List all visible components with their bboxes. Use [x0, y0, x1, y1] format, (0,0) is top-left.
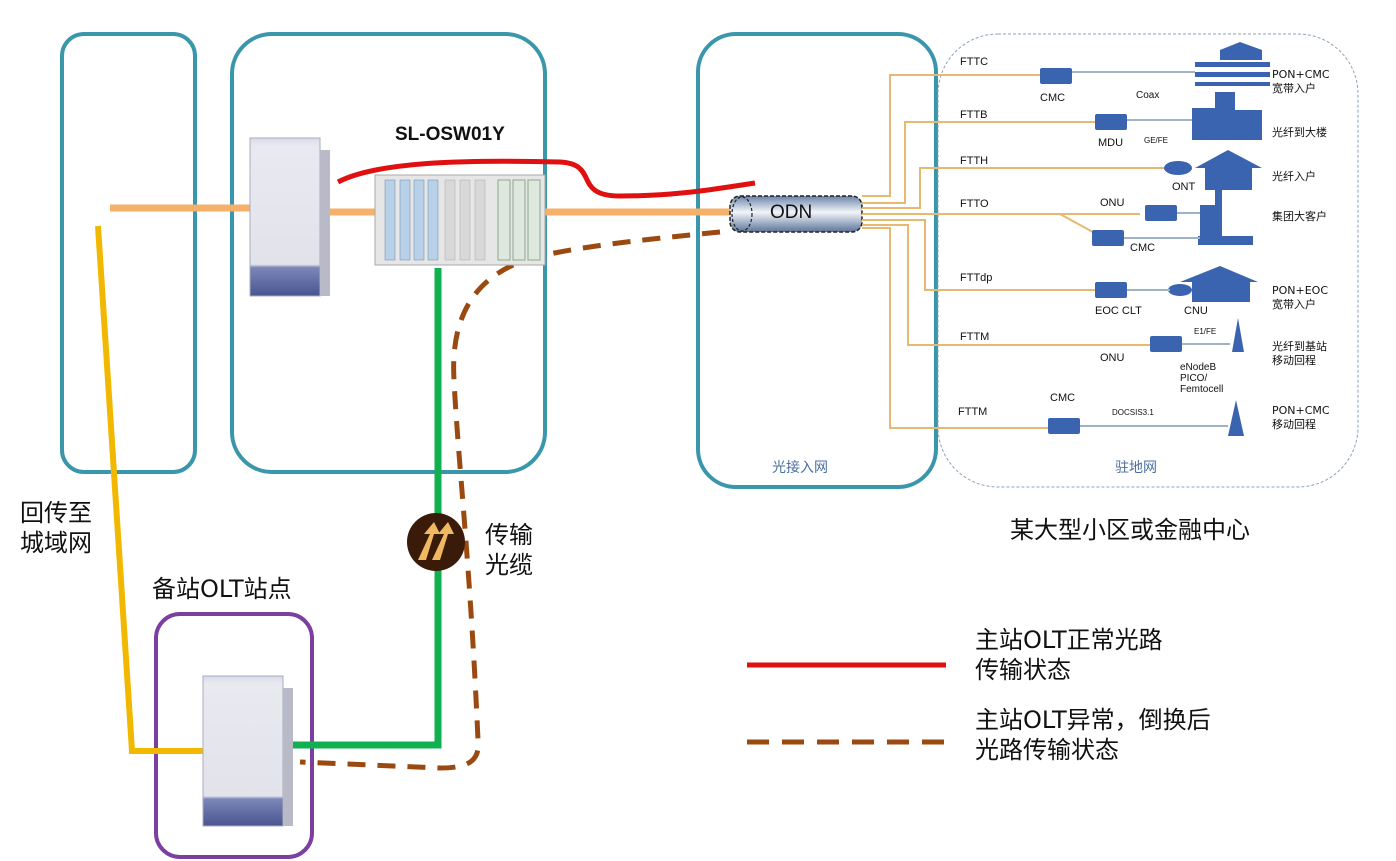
branch-type: FTTM	[960, 331, 990, 343]
desc-line: PON+EOC	[1272, 284, 1329, 297]
legend-backup-line1: 主站OLT异常，倒换后	[975, 706, 1211, 734]
desc-line: PON+CMC	[1272, 68, 1330, 81]
extra-label: eNodeB PICO/ Femtocell	[1180, 362, 1223, 395]
normal-path-line	[336, 158, 756, 199]
device-label: CMC	[1040, 92, 1066, 104]
extra-line: PICO/	[1180, 373, 1208, 384]
transport-cable-line1: 传输	[485, 521, 533, 549]
branch-type: FTTdp	[960, 272, 993, 284]
transport-link	[287, 268, 442, 749]
device-title: SL-OSW01Y	[395, 124, 505, 145]
backhaul-label: 回传至 城域网	[20, 498, 92, 558]
transport-cable-line2: 光缆	[485, 551, 533, 579]
legend-normal-line1: 主站OLT正常光路	[975, 626, 1163, 654]
device-label: CMC	[1130, 242, 1156, 254]
backhaul-link	[95, 225, 205, 754]
branch-type: FTTO	[960, 198, 989, 210]
extra-line: eNodeB	[1180, 362, 1217, 373]
link-label: GE/FE	[1144, 136, 1169, 145]
backup-olt-cabinet	[202, 675, 293, 827]
premises-links	[1072, 71, 1230, 427]
premises-label: 驻地网	[1115, 460, 1157, 476]
backup-site-label: 备站OLT站点	[152, 575, 292, 603]
device-label: MDU	[1098, 137, 1124, 149]
branch-desc: 光纤入户	[1272, 170, 1316, 183]
optical-access-label: 光接入网	[772, 460, 828, 476]
legend-normal-line2: 传输状态	[975, 656, 1071, 684]
device-label: ONU	[1100, 352, 1125, 364]
backup-site-region	[154, 612, 314, 859]
odn-label: ODN	[770, 202, 813, 223]
premises-region	[937, 33, 1359, 488]
device-label: CNU	[1184, 305, 1208, 317]
desc-line: 移动回程	[1272, 354, 1316, 367]
branch-type: FTTH	[960, 155, 989, 167]
branch-desc: PON+CMC 移动回程	[1272, 404, 1330, 432]
device-label: ONT	[1172, 181, 1196, 193]
legend-backup-line2: 光路传输状态	[975, 736, 1119, 764]
transport-cable-label: 传输 光缆	[485, 520, 533, 580]
desc-line: PON+CMC	[1272, 404, 1330, 417]
desc-line: 光纤到基站	[1272, 340, 1327, 353]
legend-backup-text: 主站OLT异常，倒换后 光路传输状态	[975, 705, 1211, 765]
desc-line: 移动回程	[1272, 418, 1316, 431]
osw-switch-chassis	[374, 174, 546, 266]
premises-devices	[1040, 42, 1270, 436]
device-label: ONU	[1100, 197, 1125, 209]
backhaul-label-line1: 回传至	[20, 499, 92, 527]
branch-desc: 集团大客户	[1272, 210, 1327, 223]
primary-olt-cabinet	[249, 137, 330, 297]
desc-line: 宽带入户	[1272, 298, 1316, 311]
desc-line: 宽带入户	[1272, 82, 1316, 95]
backhaul-label-line2: 城域网	[20, 529, 92, 557]
branch-fibers	[862, 74, 1170, 429]
link-label: E1/FE	[1194, 327, 1217, 336]
transport-cable-icon	[407, 513, 465, 571]
link-label: Coax	[1136, 90, 1160, 101]
branch-type: FTTC	[960, 56, 989, 68]
branch-desc: PON+EOC 宽带入户	[1272, 284, 1328, 312]
branch-desc: 光纤到基站 移动回程	[1272, 340, 1327, 368]
optical-access-region	[696, 32, 938, 489]
campus-label: 某大型小区或金融中心	[1010, 516, 1250, 544]
device-label: CMC	[1050, 392, 1076, 404]
link-label: DOCSIS3.1	[1112, 408, 1154, 417]
branch-desc: 光纤到大楼	[1272, 126, 1327, 139]
branch-type: FTTM	[958, 406, 988, 418]
branch-type: FTTB	[960, 109, 988, 121]
device-label: EOC CLT	[1095, 305, 1142, 317]
backup-path-line	[299, 229, 721, 771]
metro-region	[60, 32, 197, 474]
legend-normal-text: 主站OLT正常光路 传输状态	[975, 625, 1163, 685]
extra-line: Femtocell	[1180, 384, 1224, 395]
branch-desc: PON+CMC 宽带入户	[1272, 68, 1330, 96]
